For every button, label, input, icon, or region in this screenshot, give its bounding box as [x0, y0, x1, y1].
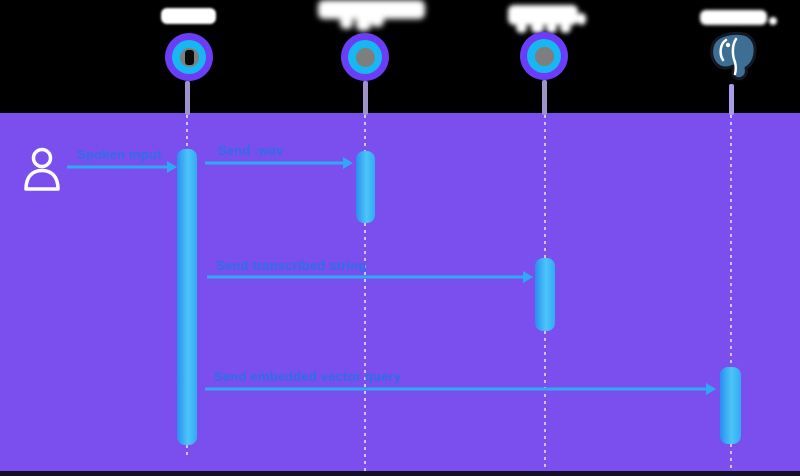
lifeline-stem [363, 81, 368, 115]
activation-bar-lifeline-1 [177, 149, 197, 445]
redacted-label [340, 15, 353, 29]
ring-app-icon [341, 33, 389, 81]
redacted-label [577, 13, 586, 25]
message-label: Spoken input [77, 147, 162, 162]
lifeline-dashed [730, 115, 732, 367]
redacted-label [356, 14, 371, 31]
redacted-label [318, 0, 425, 19]
ring-core [534, 46, 554, 66]
message-label: Send embedded vector query [214, 369, 402, 384]
lifeline-dashed [186, 115, 188, 149]
lifeline-stem [542, 80, 547, 115]
redacted-label-lifeline-1 [0, 0, 800, 40]
redacted-label [546, 23, 557, 33]
lifeline-dashed [544, 115, 546, 258]
redacted-label-lifeline-2 [0, 0, 800, 40]
activation-bar-lifeline-3 [535, 258, 555, 331]
app-glyph [184, 49, 194, 65]
bottom-bar [0, 471, 800, 476]
redacted-label [508, 5, 578, 25]
redacted-label [161, 8, 216, 24]
diagram-background [0, 113, 800, 472]
activation-bar-lifeline-4 [720, 367, 741, 444]
lifeline-dashed [186, 445, 188, 459]
redacted-label-lifeline-4 [0, 0, 800, 40]
ring-core [179, 47, 199, 67]
lifeline-stem [185, 81, 190, 115]
redacted-label [516, 23, 527, 33]
redacted-label [700, 10, 767, 25]
message-label: Send .wav [218, 143, 284, 158]
postgresql-elephant-icon [710, 31, 757, 81]
lifeline-dashed [364, 115, 366, 151]
person-icon [24, 147, 60, 191]
redacted-label [531, 23, 544, 33]
ring-app-icon [165, 33, 213, 81]
message-label: Send transcribed string [216, 258, 367, 273]
lifeline-dashed [544, 331, 546, 472]
ring-inner [348, 40, 382, 74]
redacted-label [769, 17, 777, 25]
ring-inner [172, 40, 206, 74]
ring-inner [527, 39, 561, 73]
lifeline-dashed [364, 223, 366, 472]
lifeline-stem [729, 84, 734, 115]
activation-bar-lifeline-2 [356, 151, 375, 223]
ring-core [355, 47, 375, 67]
lifeline-dashed [730, 444, 732, 472]
redacted-label [371, 13, 384, 27]
redacted-label [560, 23, 571, 33]
redacted-label-lifeline-3 [0, 0, 800, 40]
ring-app-icon [520, 32, 568, 80]
